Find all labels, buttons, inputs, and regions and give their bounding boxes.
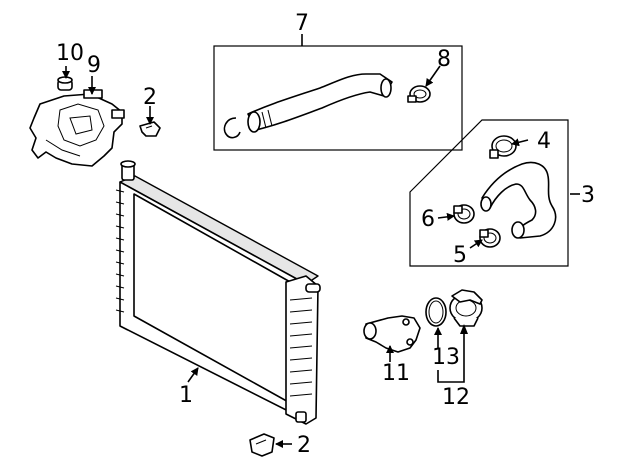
clamp-4 (489, 135, 517, 159)
leader-4 (511, 138, 529, 147)
radiator (115, 160, 321, 425)
callout-labels: 7 8 10 9 2 4 3 6 5 1 11 13 12 2 (56, 11, 595, 458)
thermostat (449, 289, 483, 327)
clamp-5 (479, 228, 501, 248)
clamp-6 (453, 204, 475, 224)
label-9: 9 (87, 53, 101, 78)
leader-12-bracket (437, 330, 465, 383)
hose-clip-lower (249, 433, 275, 457)
label-7: 7 (295, 11, 309, 36)
label-8: 8 (437, 47, 451, 72)
coolant-reservoir (29, 89, 125, 167)
label-2-lower: 2 (297, 433, 311, 458)
leader-1 (187, 367, 199, 383)
clamp-8 (407, 85, 431, 103)
upper-radiator-hose (223, 73, 393, 139)
label-1: 1 (179, 383, 193, 408)
hose-clip-upper (139, 121, 161, 137)
label-3: 3 (581, 183, 595, 208)
lower-hose-box (409, 119, 569, 267)
reservoir-cap (57, 76, 73, 91)
label-6: 6 (421, 207, 435, 232)
leader-5 (469, 239, 483, 249)
label-11: 11 (382, 361, 410, 386)
label-4: 4 (537, 129, 551, 154)
label-5: 5 (453, 243, 467, 268)
gasket (425, 297, 447, 327)
upper-hose-box (213, 45, 463, 151)
thermostat-housing (363, 315, 421, 353)
leader-8 (425, 65, 441, 87)
label-12: 12 (442, 385, 470, 410)
leader-lines (62, 34, 580, 448)
label-10: 10 (56, 41, 84, 66)
leader-6 (437, 212, 455, 221)
label-2-upper: 2 (143, 85, 157, 110)
label-13: 13 (432, 345, 460, 370)
lower-radiator-hose (480, 161, 557, 239)
